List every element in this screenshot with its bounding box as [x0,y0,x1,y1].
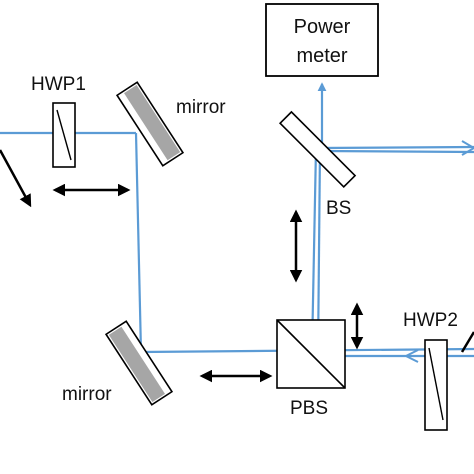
hwp2-label: HWP2 [403,310,458,331]
beam-right-exit-arrow [461,140,474,156]
mirror-top-label: mirror [176,97,226,118]
power-meter-label-line1: Power [294,16,351,38]
beam-return-arrowhead [403,349,419,363]
hwp1-label: HWP1 [31,74,86,95]
hwp2-partial-arrow [460,331,474,353]
hwp1-waveplate [52,102,76,168]
mirror-bottom-label: mirror [62,384,112,405]
power-meter: Power meter [265,3,379,77]
mirror-bottom [104,320,174,406]
beam-splitter [278,110,357,189]
input-tilt-arrow [0,149,32,208]
hwp2-waveplate [424,339,448,431]
mirror-top [115,81,185,167]
bs-label: BS [326,198,351,219]
beam-bs-right-2 [319,149,474,154]
beam-down [134,132,143,353]
beam-bs-right [317,145,474,150]
pbs-label: PBS [290,398,328,419]
beam-up [310,147,318,353]
power-meter-label-line2: meter [296,45,347,67]
polarizing-beam-splitter [276,319,346,389]
